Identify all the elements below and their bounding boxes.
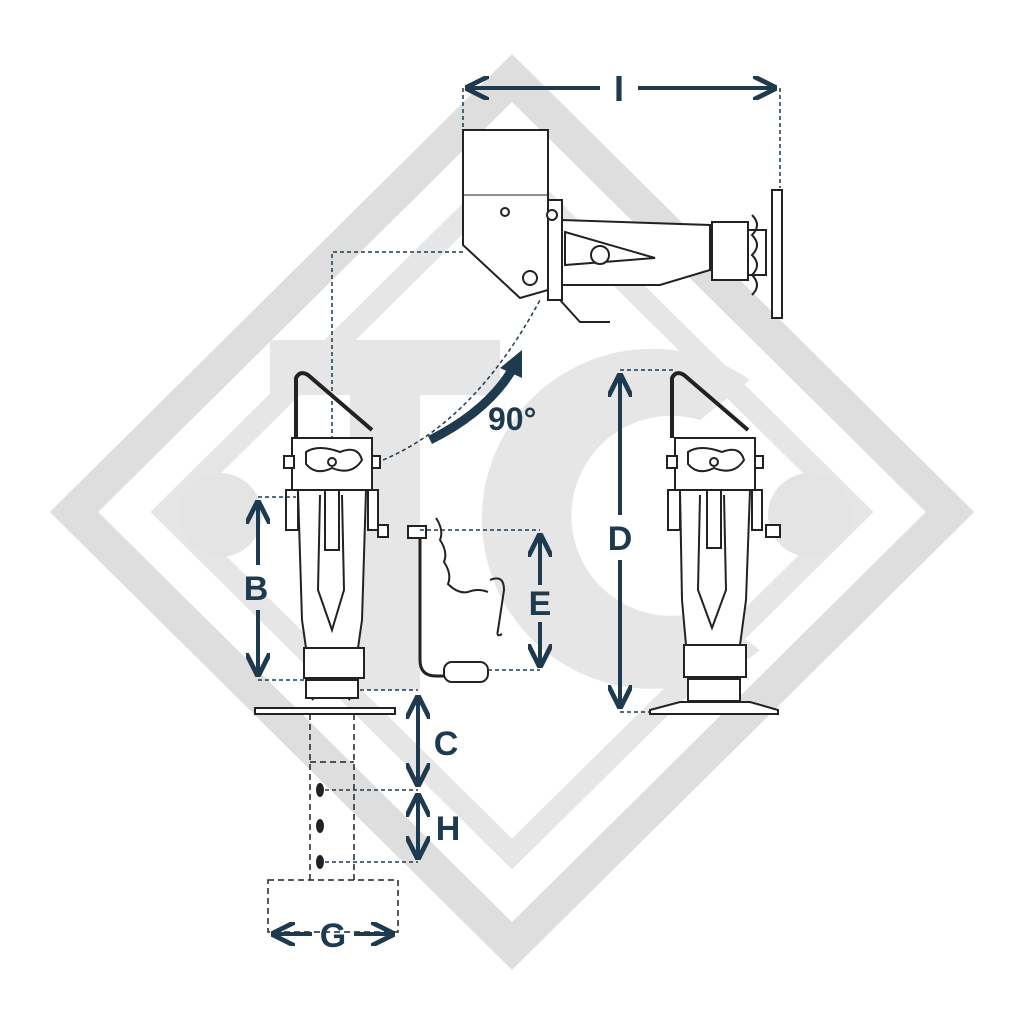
dim-c-label: C bbox=[434, 725, 459, 763]
right-side-knob-right bbox=[754, 455, 764, 469]
jack-left bbox=[254, 371, 396, 715]
right-side-knob bbox=[666, 455, 678, 469]
left-gear-axle bbox=[327, 457, 337, 467]
right-handle-frame bbox=[670, 371, 750, 438]
left-handle-frame bbox=[294, 371, 374, 438]
folded-bolt bbox=[522, 270, 538, 286]
folded-foot-neck bbox=[747, 229, 767, 276]
dimension-i: I bbox=[462, 68, 781, 188]
dim-i-label: I bbox=[614, 68, 624, 109]
right-foot-plate bbox=[649, 701, 779, 715]
left-crank-stub bbox=[377, 524, 389, 538]
ext-hole-3 bbox=[316, 855, 324, 869]
left-leg-inner bbox=[316, 494, 346, 634]
left-side-knob-right bbox=[371, 455, 381, 469]
watermark-letter-c bbox=[481, 348, 760, 689]
dimension-h: H bbox=[325, 789, 461, 863]
left-foot-plate bbox=[254, 707, 396, 715]
ext-foot-outline bbox=[267, 879, 399, 933]
watermark-letter-t bbox=[270, 340, 500, 690]
dimension-b: B bbox=[244, 496, 304, 681]
right-foot-neck bbox=[687, 678, 741, 702]
dimension-g: G bbox=[276, 917, 390, 955]
jack-folded bbox=[462, 129, 783, 323]
rotation-arrowhead bbox=[500, 350, 522, 378]
watermark-dot-left bbox=[178, 473, 262, 557]
dim-e-label: E bbox=[529, 585, 552, 623]
right-leg-inner bbox=[696, 494, 728, 631]
rotation-guide: 90° bbox=[331, 251, 541, 466]
crank-grip bbox=[443, 661, 489, 683]
watermark-diamond-outer bbox=[49, 54, 975, 970]
left-foot-neck bbox=[305, 679, 359, 699]
rotation-dashed-arc bbox=[369, 299, 541, 466]
left-side-post bbox=[285, 489, 299, 531]
left-collar bbox=[303, 647, 365, 679]
folded-handle bbox=[559, 299, 610, 323]
dimension-c: C bbox=[360, 689, 459, 782]
folded-leg-taper bbox=[564, 230, 656, 267]
right-side-post-right bbox=[751, 489, 763, 531]
dimension-e: E bbox=[488, 538, 552, 671]
dim-g-label: G bbox=[320, 917, 346, 955]
folded-foot-plate bbox=[771, 189, 783, 319]
rotation-arrow-shaft bbox=[427, 362, 519, 445]
left-side-knob bbox=[283, 455, 295, 469]
folded-gear-small bbox=[500, 207, 510, 217]
ext-hole-1 bbox=[316, 783, 324, 797]
dimension-d: D bbox=[608, 369, 676, 713]
folded-bolt-top bbox=[546, 209, 558, 221]
watermark-dot-right bbox=[768, 473, 852, 557]
ext-hole-2 bbox=[316, 819, 324, 833]
right-collar bbox=[683, 644, 747, 678]
folded-crank-gear bbox=[590, 245, 610, 265]
crank-shaft bbox=[418, 538, 444, 678]
rotation-angle-label: 90° bbox=[488, 401, 536, 437]
watermark-diamond-inner bbox=[150, 154, 874, 870]
left-extension-tube bbox=[267, 714, 399, 933]
left-side-post-right bbox=[367, 489, 379, 531]
right-crank-stub bbox=[765, 524, 781, 538]
right-spindle bbox=[706, 489, 722, 549]
right-side-post bbox=[667, 489, 681, 531]
dim-d-label: D bbox=[608, 520, 633, 558]
dim-b-label: B bbox=[244, 570, 269, 608]
crank-pin-clip bbox=[489, 577, 506, 637]
folded-foot-collar bbox=[711, 221, 749, 281]
watermark: TC bbox=[49, 54, 975, 970]
ext-holes bbox=[316, 783, 324, 869]
right-gear-axle bbox=[709, 457, 719, 467]
crank-socket bbox=[407, 525, 427, 539]
left-spindle bbox=[324, 489, 340, 551]
dim-h-label: H bbox=[436, 810, 461, 848]
crank-chain bbox=[435, 517, 489, 594]
folded-chain bbox=[750, 214, 758, 296]
crank-handle bbox=[407, 517, 540, 683]
jack-right bbox=[649, 371, 781, 715]
